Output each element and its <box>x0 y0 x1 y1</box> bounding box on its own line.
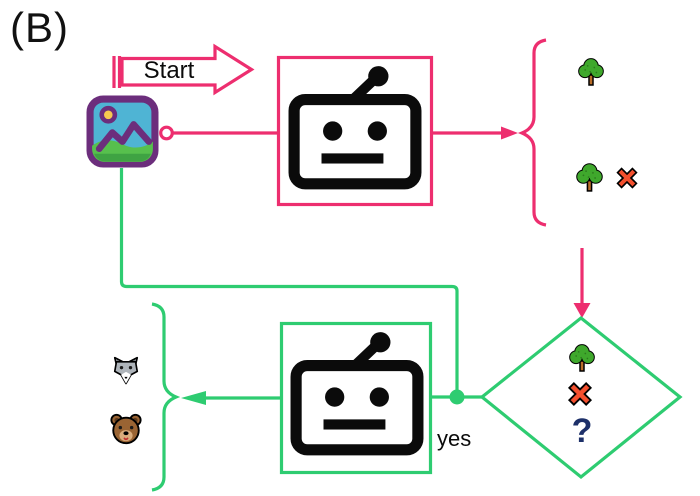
connector-circle <box>159 125 174 141</box>
pink-arrowhead-down <box>573 303 591 318</box>
junction-dot <box>449 389 465 405</box>
robot-icon <box>290 332 424 456</box>
framed-picture-icon <box>86 95 159 168</box>
pink-flow-path <box>112 38 591 318</box>
start-label: Start <box>143 57 195 84</box>
classifier-box-1 <box>276 55 434 207</box>
start-arrow-shape <box>120 43 255 96</box>
bear-icon <box>110 413 142 445</box>
feedback-loop-line <box>119 168 459 392</box>
green-arrowhead-left <box>181 391 206 405</box>
green-brace <box>151 302 181 492</box>
tree-icon <box>569 344 595 372</box>
robot-icon <box>288 66 422 190</box>
yes-label: yes <box>437 426 472 451</box>
pink-arrowhead-right <box>501 126 518 140</box>
tree-icon <box>576 163 603 192</box>
pink-brace <box>517 38 547 227</box>
cross-mark-icon <box>567 381 593 407</box>
wolf-icon <box>113 356 139 385</box>
panel-label: (B) <box>10 4 69 51</box>
question-mark: ? <box>571 412 593 450</box>
tree-icon <box>578 58 604 86</box>
cross-mark-icon <box>616 167 638 189</box>
